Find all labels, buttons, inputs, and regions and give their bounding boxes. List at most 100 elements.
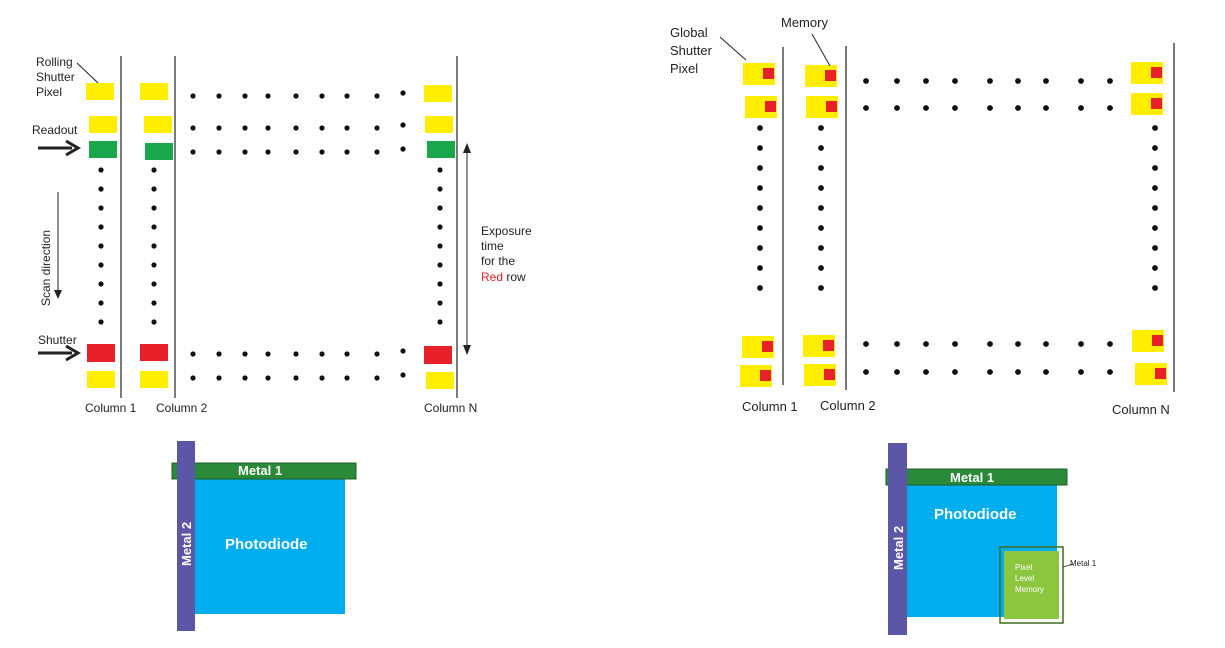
pixel-ellipsis-dots bbox=[98, 90, 443, 381]
ellipsis-dot bbox=[437, 281, 443, 287]
ellipsis-dot bbox=[1107, 105, 1113, 111]
column-label-1: Column 1 bbox=[85, 401, 137, 415]
ellipsis-dot bbox=[1078, 341, 1084, 347]
ellipsis-dot bbox=[98, 281, 104, 287]
pixel-readout-green bbox=[427, 141, 455, 158]
metal2-label: Metal 2 bbox=[179, 522, 194, 566]
photodiode-label: Photodiode bbox=[934, 506, 1017, 523]
exposure-row-word: row bbox=[503, 270, 526, 284]
callout-label-line: Rolling bbox=[36, 55, 73, 69]
ellipsis-dot bbox=[400, 90, 406, 96]
photodiode-label: Photodiode bbox=[225, 536, 308, 553]
global-shutter-diagram: Global Shutter Pixel Memory Column 1 Col… bbox=[670, 15, 1175, 417]
ellipsis-dot bbox=[216, 149, 222, 155]
ellipsis-dot bbox=[1152, 265, 1158, 271]
ellipsis-dot bbox=[1078, 369, 1084, 375]
ellipsis-dot bbox=[1107, 369, 1113, 375]
ellipsis-dot bbox=[98, 262, 104, 268]
ellipsis-dot bbox=[151, 224, 157, 230]
memory-label-line: Memory bbox=[1015, 585, 1044, 594]
ellipsis-dot bbox=[98, 205, 104, 211]
ellipsis-dot bbox=[757, 165, 763, 171]
ellipsis-dot bbox=[437, 243, 443, 249]
callout-leader bbox=[76, 62, 99, 84]
pixel-memory-cell bbox=[760, 370, 771, 381]
ellipsis-dot bbox=[952, 105, 958, 111]
ellipsis-dot bbox=[1152, 285, 1158, 291]
ellipsis-dot bbox=[98, 243, 104, 249]
exposure-label-row: Red row bbox=[481, 270, 526, 284]
ellipsis-dot bbox=[987, 369, 993, 375]
readout-arrow-icon bbox=[38, 139, 81, 157]
pixel-yellow bbox=[140, 371, 168, 388]
metal1-label: Metal 1 bbox=[238, 463, 282, 478]
readout-label: Readout bbox=[32, 123, 78, 137]
column-label-1: Column 1 bbox=[742, 399, 798, 414]
ellipsis-dot bbox=[923, 369, 929, 375]
pixel-yellow bbox=[424, 85, 452, 102]
exposure-label-line: Exposure bbox=[481, 224, 532, 238]
ellipsis-dot bbox=[344, 375, 350, 381]
ellipsis-dot bbox=[437, 300, 443, 306]
pixel-shutter-red bbox=[87, 344, 115, 362]
ellipsis-dot bbox=[242, 125, 248, 131]
pixel-ellipsis-dots bbox=[757, 78, 1158, 375]
ellipsis-dot bbox=[757, 265, 763, 271]
pixel-yellow bbox=[89, 116, 117, 133]
ellipsis-dot bbox=[242, 93, 248, 99]
ellipsis-dot bbox=[1152, 205, 1158, 211]
ellipsis-dot bbox=[151, 262, 157, 268]
ellipsis-dot bbox=[894, 78, 900, 84]
ellipsis-dot bbox=[894, 105, 900, 111]
callout-label-line: Global bbox=[670, 25, 708, 40]
ellipsis-dot bbox=[151, 167, 157, 173]
ellipsis-dot bbox=[374, 375, 380, 381]
ellipsis-dot bbox=[437, 167, 443, 173]
ellipsis-dot bbox=[293, 125, 299, 131]
pixel-level-memory bbox=[1004, 551, 1059, 619]
ellipsis-dot bbox=[818, 265, 824, 271]
ellipsis-dot bbox=[952, 78, 958, 84]
pixel-yellow bbox=[86, 83, 114, 100]
ellipsis-dot bbox=[293, 351, 299, 357]
ellipsis-dot bbox=[265, 93, 271, 99]
ellipsis-dot bbox=[190, 93, 196, 99]
pixel-yellow bbox=[425, 116, 453, 133]
column-label-n: Column N bbox=[1112, 402, 1170, 417]
ellipsis-dot bbox=[98, 319, 104, 325]
pixel-memory-cell bbox=[823, 340, 834, 351]
ellipsis-dot bbox=[1015, 341, 1021, 347]
metal1-layer bbox=[885, 468, 1068, 486]
shutter-arrow-icon bbox=[38, 344, 81, 362]
ellipsis-dot bbox=[757, 185, 763, 191]
ellipsis-dot bbox=[190, 149, 196, 155]
ellipsis-dot bbox=[1078, 105, 1084, 111]
metal2-layer bbox=[888, 443, 907, 635]
ellipsis-dot bbox=[818, 245, 824, 251]
ellipsis-dot bbox=[265, 149, 271, 155]
exposure-label-line: for the bbox=[481, 254, 515, 268]
ellipsis-dot bbox=[757, 205, 763, 211]
ellipsis-dot bbox=[923, 105, 929, 111]
ellipsis-dot bbox=[319, 93, 325, 99]
ellipsis-dot bbox=[319, 149, 325, 155]
callout-label-line: Pixel bbox=[36, 85, 62, 99]
pixel-yellow bbox=[144, 116, 172, 133]
ellipsis-dot bbox=[863, 369, 869, 375]
ellipsis-dot bbox=[1152, 125, 1158, 131]
ellipsis-dot bbox=[1043, 341, 1049, 347]
callout-label-line: Shutter bbox=[36, 70, 75, 84]
ellipsis-dot bbox=[757, 285, 763, 291]
ellipsis-dot bbox=[1152, 225, 1158, 231]
ellipsis-dot bbox=[818, 125, 824, 131]
ellipsis-dot bbox=[757, 145, 763, 151]
ellipsis-dot bbox=[374, 125, 380, 131]
ellipsis-dot bbox=[1015, 105, 1021, 111]
ellipsis-dot bbox=[400, 348, 406, 354]
ellipsis-dot bbox=[437, 262, 443, 268]
ellipsis-dot bbox=[374, 149, 380, 155]
pixel-readout-green bbox=[89, 141, 117, 158]
ellipsis-dot bbox=[374, 351, 380, 357]
shutter-label: Shutter bbox=[38, 333, 77, 347]
